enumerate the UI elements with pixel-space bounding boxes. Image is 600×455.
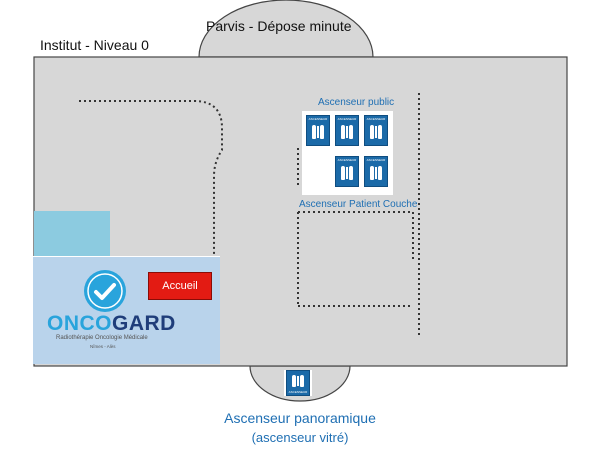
elevator-icon: ASCENSEUR — [364, 115, 388, 146]
panoramic-elevator-box: ASCENSEUR — [284, 370, 312, 396]
elevator-icon: ASCENSEUR — [335, 115, 359, 146]
elevator-icon: ASCENSEUR — [335, 156, 359, 187]
side-area — [34, 211, 110, 257]
accueil-button[interactable]: Accueil — [148, 272, 212, 300]
entrance-plaza — [198, 0, 374, 58]
oncogard-logo: ONCOGARD — [47, 312, 176, 335]
floor-title: Institut - Niveau 0 — [40, 37, 149, 53]
oncogard-subtitle: Radiothérapie Oncologie Médicale — [56, 335, 148, 341]
dotted-corridor-path — [79, 100, 223, 256]
public-elevator-group: ASCENSEUR ASCENSEUR ASCENSEUR ASCENSEUR … — [302, 111, 393, 195]
panoramic-elevator-label: Ascenseur panoramique — [224, 410, 376, 426]
oncogard-city: Nîmes - Alès — [90, 344, 116, 349]
entrance-label: Parvis - Dépose minute — [206, 18, 352, 34]
elevator-icon: ASCENSEUR — [286, 370, 310, 396]
panoramic-elevator-sublabel: (ascenseur vitré) — [251, 430, 349, 445]
public-elevator-label: Ascenseur public — [318, 97, 395, 108]
check-circle-icon — [84, 270, 126, 312]
patient-elevator-label: Ascenseur Patient Couche — [299, 199, 418, 210]
elevator-icon: ASCENSEUR — [364, 156, 388, 187]
elevator-icon: ASCENSEUR — [306, 115, 330, 146]
